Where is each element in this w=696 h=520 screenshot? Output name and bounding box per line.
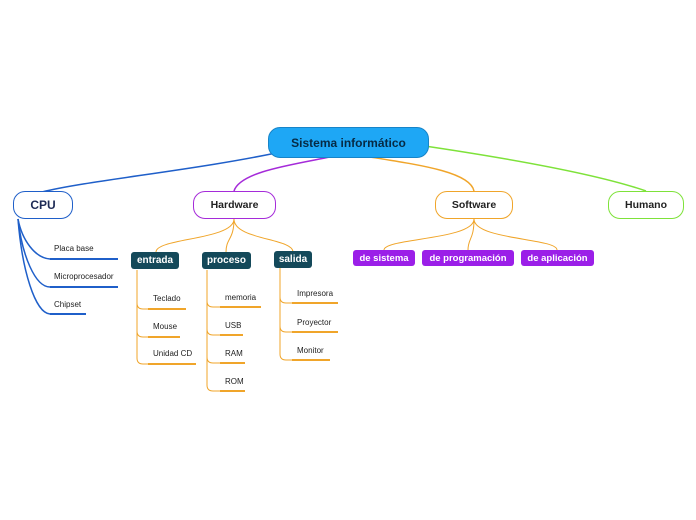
group-salida-label: salida (278, 254, 308, 265)
proceso-leaf-ram[interactable]: RAM (225, 349, 243, 358)
link-hw-proceso (225, 218, 235, 253)
software-group-programacion-label: de programación (429, 252, 507, 264)
entrada-leaf-unidad-cd[interactable]: Unidad CD (153, 349, 193, 358)
group-proceso-label: proceso (207, 255, 246, 266)
group-salida[interactable]: salida (274, 251, 312, 268)
humano-node[interactable]: Humano (608, 191, 684, 219)
salida-leaf-monitor[interactable]: Monitor (297, 346, 324, 355)
link-hw-salida (233, 218, 294, 253)
root-node[interactable]: Sistema informático (268, 127, 429, 158)
link-root-software (369, 156, 475, 192)
software-group-sistema-label: de sistema (359, 252, 409, 264)
software-group-sistema[interactable]: de sistema (353, 250, 415, 266)
software-label: Software (451, 199, 497, 211)
entrada-leaf-teclado[interactable]: Teclado (153, 294, 181, 303)
link-sw-programacion (467, 218, 475, 251)
group-entrada-label: entrada (136, 255, 174, 266)
link-sw-sistema (383, 218, 475, 251)
software-group-programacion[interactable]: de programación (422, 250, 514, 266)
salida-leaf-proyector[interactable]: Proyector (297, 318, 332, 327)
cpu-leaf-placa-base[interactable]: Placa base (54, 244, 94, 253)
software-node[interactable]: Software (435, 191, 513, 219)
proceso-leaf-rom[interactable]: ROM (225, 377, 244, 386)
hardware-label: Hardware (210, 199, 259, 211)
cpu-label: CPU (30, 198, 56, 212)
humano-label: Humano (625, 199, 667, 211)
link-root-humano (417, 144, 647, 192)
root-label: Sistema informático (291, 135, 406, 150)
link-hw-entrada (155, 218, 235, 253)
link-cpu-placa (17, 218, 118, 260)
software-group-aplicacion-label: de aplicación (527, 252, 588, 264)
software-group-aplicacion[interactable]: de aplicación (521, 250, 594, 266)
proceso-leaf-memoria[interactable]: memoria (225, 293, 257, 302)
salida-leaf-impresora[interactable]: Impresora (297, 289, 334, 298)
link-root-hardware (233, 156, 331, 192)
cpu-leaf-chipset[interactable]: Chipset (54, 300, 82, 309)
link-sw-aplicacion (473, 218, 558, 251)
group-entrada[interactable]: entrada (131, 252, 179, 269)
cpu-node[interactable]: CPU (13, 191, 73, 219)
cpu-leaf-microprocesador[interactable]: Microprocesador (54, 272, 114, 281)
link-root-cpu (41, 149, 291, 193)
link-cpu-chipset (17, 218, 86, 315)
group-proceso[interactable]: proceso (202, 252, 251, 269)
proceso-leaf-usb[interactable]: USB (225, 321, 242, 330)
entrada-leaf-mouse[interactable]: Mouse (153, 322, 178, 331)
hardware-node[interactable]: Hardware (193, 191, 276, 219)
